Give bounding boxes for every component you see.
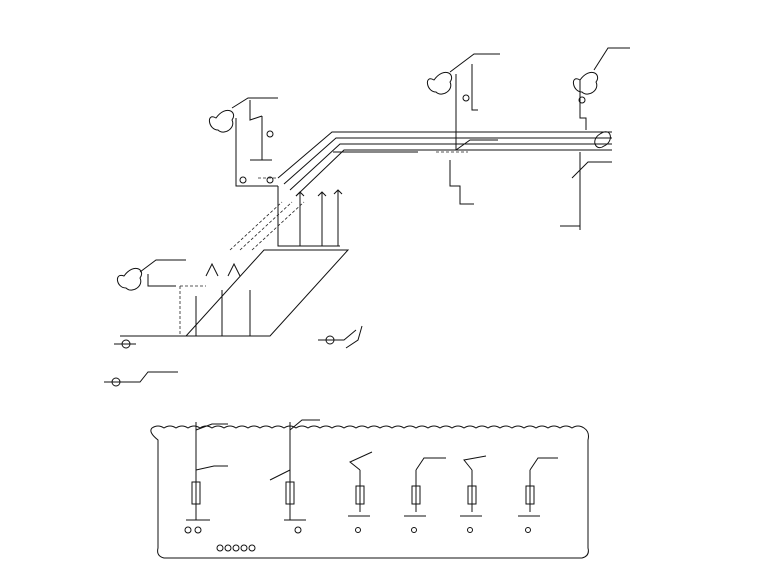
bottom-left-fixture [104,371,178,387]
riser-3 [348,451,373,533]
riser-4 [404,457,446,533]
left-mid-branch [117,259,186,291]
detail-panel [150,419,589,559]
legend-symbols [216,544,256,552]
lower-left-manifold [114,249,350,349]
center-right-fixture [318,325,363,349]
upper-left-branch [209,97,278,187]
riser-5 [460,455,487,533]
upper-right-branch [560,47,630,230]
upper-center-branch [427,53,500,205]
riser-2 [269,419,320,534]
riser-1 [184,422,228,534]
main-header-pipes [277,131,612,197]
riser-6 [518,457,558,533]
center-manifold [229,177,343,251]
